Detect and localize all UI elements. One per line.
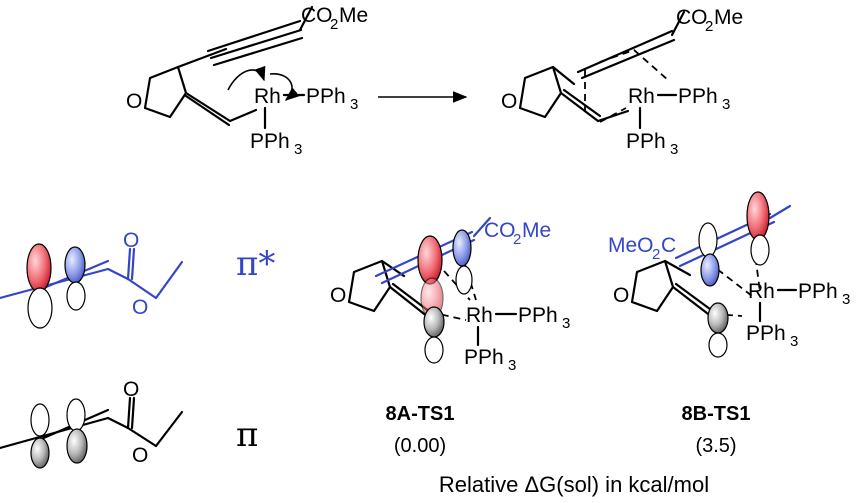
reactant-complex: O CO 2 Me Rh PPh 3 PPh 3 (126, 4, 368, 158)
ts8a-co2me-sub: 2 (513, 231, 521, 248)
pi-o-ether: O (132, 444, 148, 467)
ts8b-pph3-bottom: PPh (746, 322, 786, 345)
co2me-label-2: CO (676, 6, 708, 29)
ts8a-energy: (0.00) (394, 435, 446, 457)
ts8a-pph3-right-sub: 3 (562, 315, 570, 332)
ts8a-co2me-tail: Me (522, 219, 551, 242)
ts8a-name: 8A-TS1 (386, 403, 455, 425)
ts8b-meo-sub: 2 (652, 246, 660, 263)
rh-label-2: Rh (628, 85, 655, 108)
ts8a-pph3-right: PPh (518, 304, 558, 327)
pph3-right-sub: 3 (350, 96, 358, 113)
co2me-tail: Me (339, 4, 368, 27)
o-atom-label: O (126, 90, 142, 113)
pph3-right-label: PPh (306, 85, 346, 108)
pi-star-o-ether: O (132, 296, 148, 319)
ts8b-pph3-right: PPh (798, 280, 838, 303)
ts8b-energy: (3.5) (695, 435, 736, 457)
ts8b-meo: MeO (608, 234, 654, 257)
ts-8b-structure: MeO 2 C O Rh PPh 3 PPh 3 (608, 191, 850, 358)
ts8b-o-label: O (613, 284, 629, 307)
pi-o-carbonyl: O (123, 378, 139, 401)
pi-orbital-diagram: O O (0, 378, 184, 469)
pph3-bottom-sub-2: 3 (670, 141, 678, 158)
ts8b-pph3-right-sub: 3 (842, 291, 850, 308)
o-atom-label-2: O (501, 90, 517, 113)
ts-product-structure: O CO 2 Me Rh PPh 3 PPh 3 (501, 6, 743, 158)
pph3-bottom-label-2: PPh (626, 130, 666, 153)
ts8a-pph3-bottom-sub: 3 (508, 357, 516, 374)
ts8a-pph3-bottom: PPh (464, 346, 504, 369)
pph3-right-label-2: PPh (678, 85, 718, 108)
pi-star-label: π* (236, 244, 275, 284)
pph3-bottom-label: PPh (250, 130, 290, 153)
ts8a-o-label: O (330, 284, 346, 307)
pi-star-orbital-diagram: O O (0, 229, 184, 329)
ts8b-pph3-bottom-sub: 3 (790, 333, 798, 350)
ts8a-rh: Rh (466, 304, 493, 327)
pph3-bottom-sub: 3 (294, 141, 302, 158)
ts8a-co2me: CO (484, 219, 516, 242)
rh-label: Rh (254, 85, 281, 108)
ts8b-meo-tail: C (661, 234, 676, 257)
pi-label: π (236, 415, 258, 455)
co2me-subscript-2: 2 (705, 18, 713, 35)
ts-8a-structure: O CO 2 Me Rh PPh 3 PPh 3 (330, 216, 570, 374)
pph3-right-sub-2: 3 (722, 96, 730, 113)
ts8b-rh: Rh (748, 280, 775, 303)
pi-star-o-carbonyl: O (123, 229, 139, 252)
co2me-subscript: 2 (330, 16, 338, 33)
footer-caption: Relative ΔG(sol) in kcal/mol (439, 472, 709, 497)
co2me-label: CO (301, 4, 333, 27)
co2me-tail-2: Me (714, 6, 743, 29)
ts8b-name: 8B-TS1 (682, 403, 751, 425)
